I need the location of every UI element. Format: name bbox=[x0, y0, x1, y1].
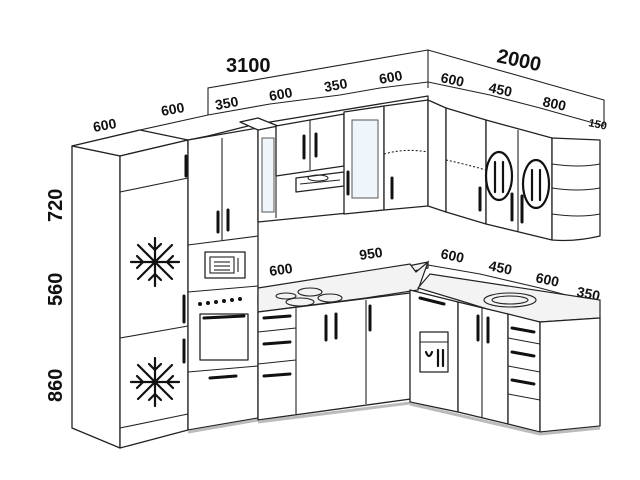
dim-upper-7: 600 bbox=[439, 69, 465, 90]
dim-upper-9: 800 bbox=[541, 93, 567, 114]
dim-height-2: 560 bbox=[45, 273, 67, 306]
dim-counter-2: 950 bbox=[358, 244, 384, 263]
dim-counter-4: 450 bbox=[487, 257, 513, 278]
dim-height-3: 860 bbox=[45, 369, 67, 402]
dim-upper-10: 150 bbox=[587, 117, 607, 133]
base-cabinets-back bbox=[257, 260, 430, 424]
snowflake-icon bbox=[129, 356, 181, 408]
dim-counter-1: 600 bbox=[268, 260, 294, 279]
dim-upper-4: 600 bbox=[268, 84, 294, 104]
dim-total-left: 3100 bbox=[226, 55, 271, 77]
dishwasher-icon bbox=[419, 331, 449, 373]
fridge-column bbox=[71, 129, 189, 449]
dim-height-1: 720 bbox=[45, 189, 67, 222]
dim-counter-3: 600 bbox=[439, 245, 465, 266]
base-cabinets-right bbox=[409, 273, 601, 436]
dim-upper-1: 600 bbox=[92, 115, 118, 135]
cutlery-icon bbox=[484, 150, 514, 202]
dim-upper-2: 600 bbox=[160, 99, 186, 119]
upper-cabinets-right bbox=[427, 99, 601, 242]
dim-upper-3: 350 bbox=[214, 93, 240, 113]
sink bbox=[483, 292, 537, 308]
dim-counter-5: 600 bbox=[534, 269, 560, 290]
microwave bbox=[204, 251, 246, 279]
upper-cabinets-back bbox=[239, 95, 429, 223]
cooktop bbox=[275, 287, 343, 307]
dim-upper-5: 350 bbox=[323, 75, 349, 95]
snowflake-icon bbox=[129, 236, 181, 288]
oven bbox=[187, 285, 259, 380]
dim-upper-8: 450 bbox=[487, 79, 513, 100]
cutlery-icon bbox=[521, 158, 551, 210]
dim-upper-6: 600 bbox=[378, 67, 404, 87]
dimension-labels: 3100 2000 600 600 350 600 350 600 600 45… bbox=[45, 45, 608, 402]
oven-column bbox=[187, 123, 259, 434]
